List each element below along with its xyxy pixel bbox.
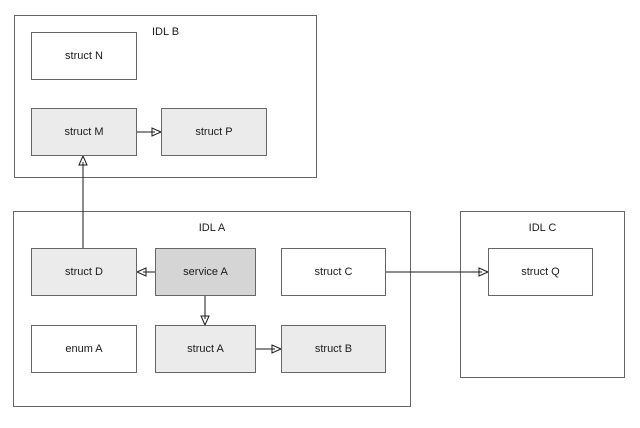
container-idl-a[interactable] bbox=[13, 211, 411, 407]
node-struct-n[interactable]: struct N bbox=[31, 32, 137, 80]
node-struct-c[interactable]: struct C bbox=[281, 248, 386, 296]
node-struct-q[interactable]: struct Q bbox=[488, 248, 593, 296]
container-idl-a-label: IDL A bbox=[198, 222, 226, 234]
node-struct-c-label: struct C bbox=[314, 266, 353, 278]
container-idl-b[interactable] bbox=[14, 15, 317, 178]
edge-struct-c-to-struct-q bbox=[386, 267, 490, 277]
node-service-a-label: service A bbox=[183, 266, 228, 278]
node-struct-a[interactable]: struct A bbox=[155, 325, 256, 373]
edge-struct-m-to-struct-p bbox=[137, 127, 163, 137]
node-struct-b-label: struct B bbox=[314, 343, 353, 355]
node-enum-a-label: enum A bbox=[65, 343, 103, 355]
node-struct-d[interactable]: struct D bbox=[31, 248, 137, 296]
edge-service-a-to-struct-a bbox=[200, 296, 210, 327]
node-struct-q-label: struct Q bbox=[521, 266, 560, 278]
edge-service-a-to-struct-d bbox=[135, 267, 155, 277]
node-service-a[interactable]: service A bbox=[155, 248, 256, 296]
edge-struct-d-to-struct-m bbox=[78, 154, 88, 248]
container-idl-b-label: IDL B bbox=[151, 26, 180, 38]
node-struct-m-label: struct M bbox=[64, 126, 104, 138]
node-struct-p[interactable]: struct P bbox=[161, 108, 267, 156]
node-struct-b[interactable]: struct B bbox=[281, 325, 386, 373]
container-idl-c-label: IDL C bbox=[528, 222, 557, 234]
node-struct-m[interactable]: struct M bbox=[31, 108, 137, 156]
node-struct-p-label: struct P bbox=[195, 126, 233, 138]
node-struct-n-label: struct N bbox=[65, 50, 103, 62]
container-idl-c[interactable] bbox=[460, 211, 625, 378]
node-struct-d-label: struct D bbox=[65, 266, 103, 278]
node-struct-a-label: struct A bbox=[187, 343, 224, 355]
node-enum-a[interactable]: enum A bbox=[31, 325, 137, 373]
edge-struct-a-to-struct-b bbox=[256, 344, 283, 354]
